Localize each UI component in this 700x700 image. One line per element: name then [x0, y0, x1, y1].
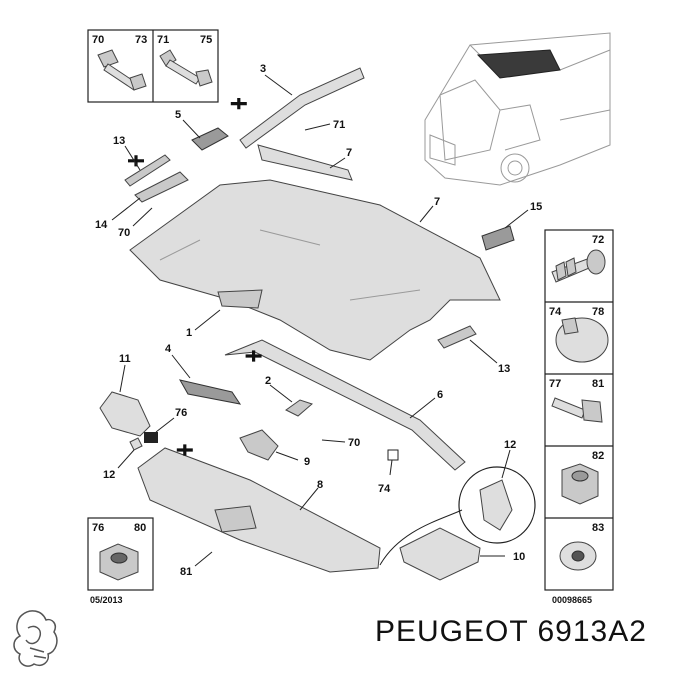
box-label-83: 83	[592, 522, 604, 534]
bolt-icon	[97, 49, 147, 91]
callout-9: 9	[304, 456, 310, 468]
callout-3: 3	[260, 63, 266, 75]
part-76-block	[144, 432, 158, 443]
callout-11: 11	[119, 353, 131, 365]
part-3-rail	[239, 67, 365, 149]
callout-8: 8	[317, 479, 323, 491]
footer-ref: 00098665	[552, 595, 592, 605]
push-clip-icon	[551, 249, 606, 283]
callout-70: 70	[348, 437, 360, 449]
part-74-marker	[387, 449, 399, 461]
callout-5: 5	[175, 109, 181, 121]
part-9-bracket	[239, 429, 279, 461]
callout-2: 2	[265, 375, 271, 387]
callout-74: 74	[378, 483, 391, 495]
part-6-rail	[224, 339, 466, 471]
fastener-box-top-left: 70 73 71 75	[87, 29, 219, 103]
box-label-70: 70	[92, 34, 104, 46]
callout-labels: 3 71 5 13 7 7 15 14 70 1 13 11 4 2 6 76 …	[95, 63, 542, 578]
screw-icon	[551, 397, 603, 423]
part-14-bracket	[134, 171, 189, 203]
box-label-78: 78	[592, 306, 604, 318]
callout-70: 70	[118, 227, 130, 239]
washer-icon	[559, 541, 597, 571]
part-13-bracket-top	[124, 154, 171, 187]
part-7-trim-upper	[257, 144, 353, 181]
box-label-77: 77	[549, 378, 561, 390]
box-label-72: 72	[592, 234, 604, 246]
callout-12: 12	[103, 469, 115, 481]
part-12-detail	[458, 466, 536, 544]
bolt-icon	[159, 49, 213, 87]
callout-4: 4	[165, 343, 172, 355]
van-illustration	[424, 32, 611, 186]
callout-81: 81	[180, 566, 192, 578]
fastener-markers	[128, 98, 262, 456]
box-label-74: 74	[549, 306, 562, 318]
callout-76: 76	[175, 407, 187, 419]
leader-lines	[111, 74, 529, 567]
fastener-box-right: 72 74 78 77 81 82 83	[544, 229, 614, 591]
box-label-80: 80	[134, 522, 146, 534]
footer-date: 05/2013	[90, 595, 123, 605]
box-label-73: 73	[135, 34, 147, 46]
box-label-76: 76	[92, 522, 104, 534]
callout-13: 13	[498, 363, 510, 375]
callout-7: 7	[346, 147, 352, 159]
part-8-rear-panel	[137, 447, 381, 573]
part-4-handle-frame	[178, 379, 242, 405]
part-1-headliner	[129, 179, 501, 361]
peugeot-lion-logo	[13, 610, 58, 667]
callout-12: 12	[504, 439, 516, 451]
part-11-bracket	[99, 391, 151, 437]
part-2-clip	[285, 399, 313, 417]
rivet-nut-icon	[561, 463, 599, 505]
box-label-82: 82	[592, 450, 604, 462]
callout-15: 15	[530, 201, 542, 213]
part-5-handle	[191, 127, 229, 151]
box-label-75: 75	[200, 34, 212, 46]
box-label-71: 71	[157, 34, 169, 46]
part-12-clip-small	[129, 437, 143, 451]
callout-1: 1	[186, 327, 192, 339]
callout-10: 10	[513, 551, 525, 563]
nut-icon	[99, 543, 139, 581]
part-15-pad	[481, 225, 515, 251]
clip-icon	[555, 317, 609, 363]
callout-14: 14	[95, 219, 108, 231]
page-title: PEUGEOT 6913A2	[375, 615, 647, 648]
callout-13: 13	[113, 135, 125, 147]
callout-6: 6	[437, 389, 443, 401]
callout-71: 71	[333, 119, 345, 131]
part-10-bracket	[399, 527, 481, 581]
fastener-box-bottom-left: 76 80	[87, 517, 154, 591]
part-13-bracket-right	[437, 325, 477, 349]
callout-7: 7	[434, 196, 440, 208]
box-label-81: 81	[592, 378, 604, 390]
